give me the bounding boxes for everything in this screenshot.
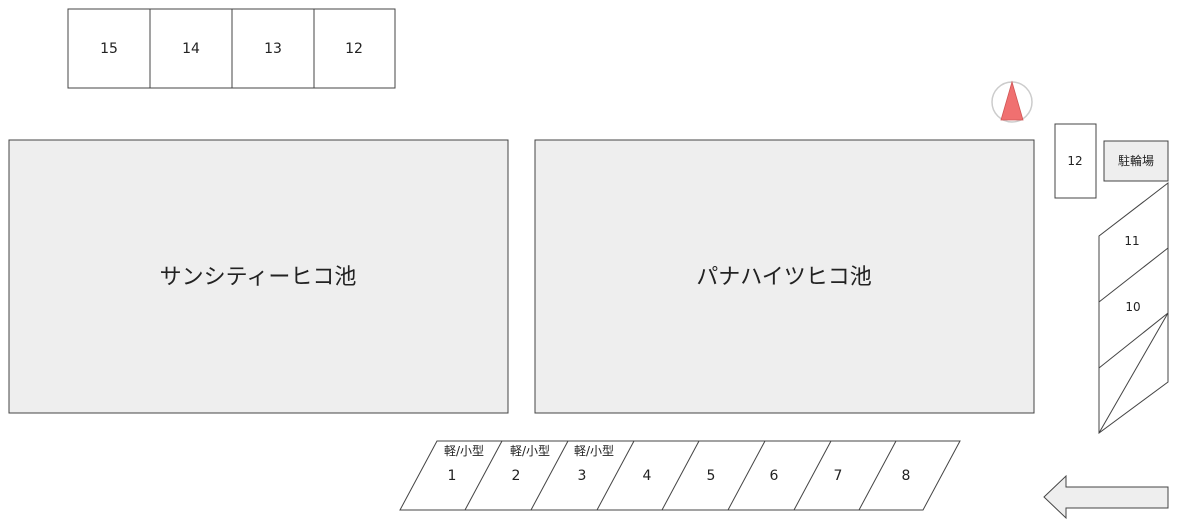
bike-parking-label: 駐輪場 bbox=[1118, 153, 1154, 168]
parking-spot-13 bbox=[231, 8, 315, 89]
spot-number-2: 2 bbox=[512, 468, 521, 484]
spot-number-12-top: 12 bbox=[345, 41, 363, 57]
spot-number-1: 1 bbox=[448, 468, 457, 484]
parking-spot-15 bbox=[67, 8, 151, 89]
kei-label-3: 軽/小型 bbox=[574, 444, 614, 458]
kei-label-1: 軽/小型 bbox=[444, 444, 484, 458]
spot-number-3: 3 bbox=[578, 468, 587, 484]
spot-number-6: 6 bbox=[770, 468, 779, 484]
spot-number-12-right: 12 bbox=[1067, 154, 1082, 168]
spot-number-8: 8 bbox=[902, 468, 911, 484]
spot-number-11: 11 bbox=[1124, 234, 1139, 248]
top-parking-row: 15 14 13 12 bbox=[67, 8, 396, 89]
spot-number-14: 14 bbox=[182, 41, 200, 57]
kei-label-2: 軽/小型 bbox=[510, 444, 550, 458]
spot-number-4: 4 bbox=[643, 468, 652, 484]
left-arrow-icon bbox=[1043, 474, 1169, 520]
parking-spot-12-right: 12 bbox=[1054, 123, 1097, 199]
parking-spot-12-top bbox=[313, 8, 396, 89]
parking-spot-14 bbox=[149, 8, 233, 89]
spot-number-7: 7 bbox=[834, 468, 843, 484]
spot-number-10: 10 bbox=[1125, 300, 1140, 314]
building-right-label: パナハイツヒコ池 bbox=[696, 265, 872, 290]
bike-parking: 駐輪場 bbox=[1103, 140, 1169, 182]
diagonal-parking-area bbox=[1098, 181, 1169, 434]
building-left-label: サンシティーヒコ池 bbox=[160, 265, 357, 290]
spot-number-15: 15 bbox=[100, 41, 118, 57]
building-right: パナハイツヒコ池 bbox=[534, 139, 1035, 414]
spot-number-5: 5 bbox=[707, 468, 716, 484]
spot-number-13: 13 bbox=[264, 41, 282, 57]
building-left: サンシティーヒコ池 bbox=[8, 139, 509, 414]
north-compass-icon bbox=[991, 80, 1033, 123]
bottom-parking-row bbox=[399, 440, 961, 511]
